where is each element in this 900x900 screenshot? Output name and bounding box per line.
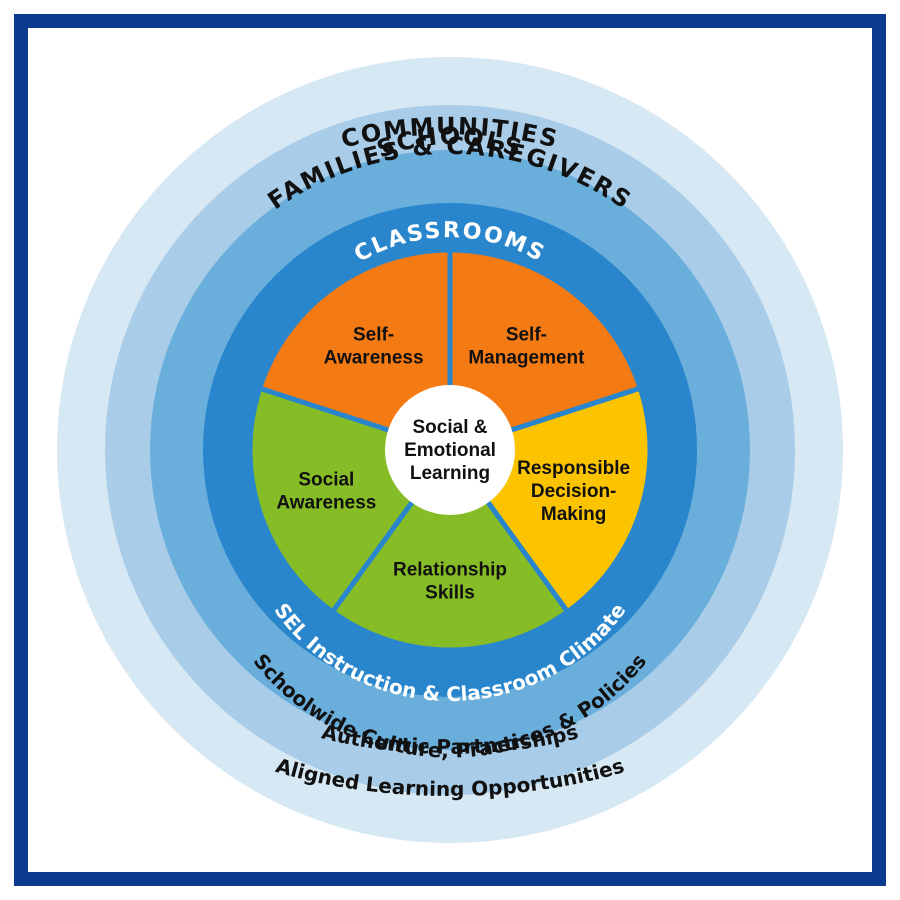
segment-label-social-awareness-line2: Awareness: [276, 493, 376, 514]
segment-label-responsible-decision-making-line1: Responsible: [517, 458, 630, 479]
segment-label-relationship-skills-line1: Relationship: [393, 560, 507, 581]
segment-label-social-awareness-line1: Social: [298, 470, 354, 491]
segment-self-management: [447, 247, 644, 454]
segment-self-awareness: [256, 247, 453, 454]
center-label-line2: Emotional: [404, 440, 496, 461]
segment-label-relationship-skills-line2: Skills: [425, 583, 475, 604]
center-circle: [385, 385, 515, 515]
segment-label-self-management-line1: Self-: [506, 324, 547, 345]
segment-relationship-skills: [328, 445, 572, 653]
segment-label-self-management-line2: Management: [468, 347, 585, 368]
sel-competency-wheel: [247, 247, 653, 653]
segment-label-responsible-decision-making-line3: Making: [541, 504, 606, 525]
center-label-line3: Learning: [410, 463, 490, 484]
segment-label-self-awareness-line1: Self-: [353, 324, 394, 345]
center-label-line1: Social &: [413, 417, 488, 438]
segment-label-responsible-decision-making-line2: Decision-: [531, 481, 617, 502]
segment-label-self-awareness-line2: Awareness: [324, 347, 424, 368]
